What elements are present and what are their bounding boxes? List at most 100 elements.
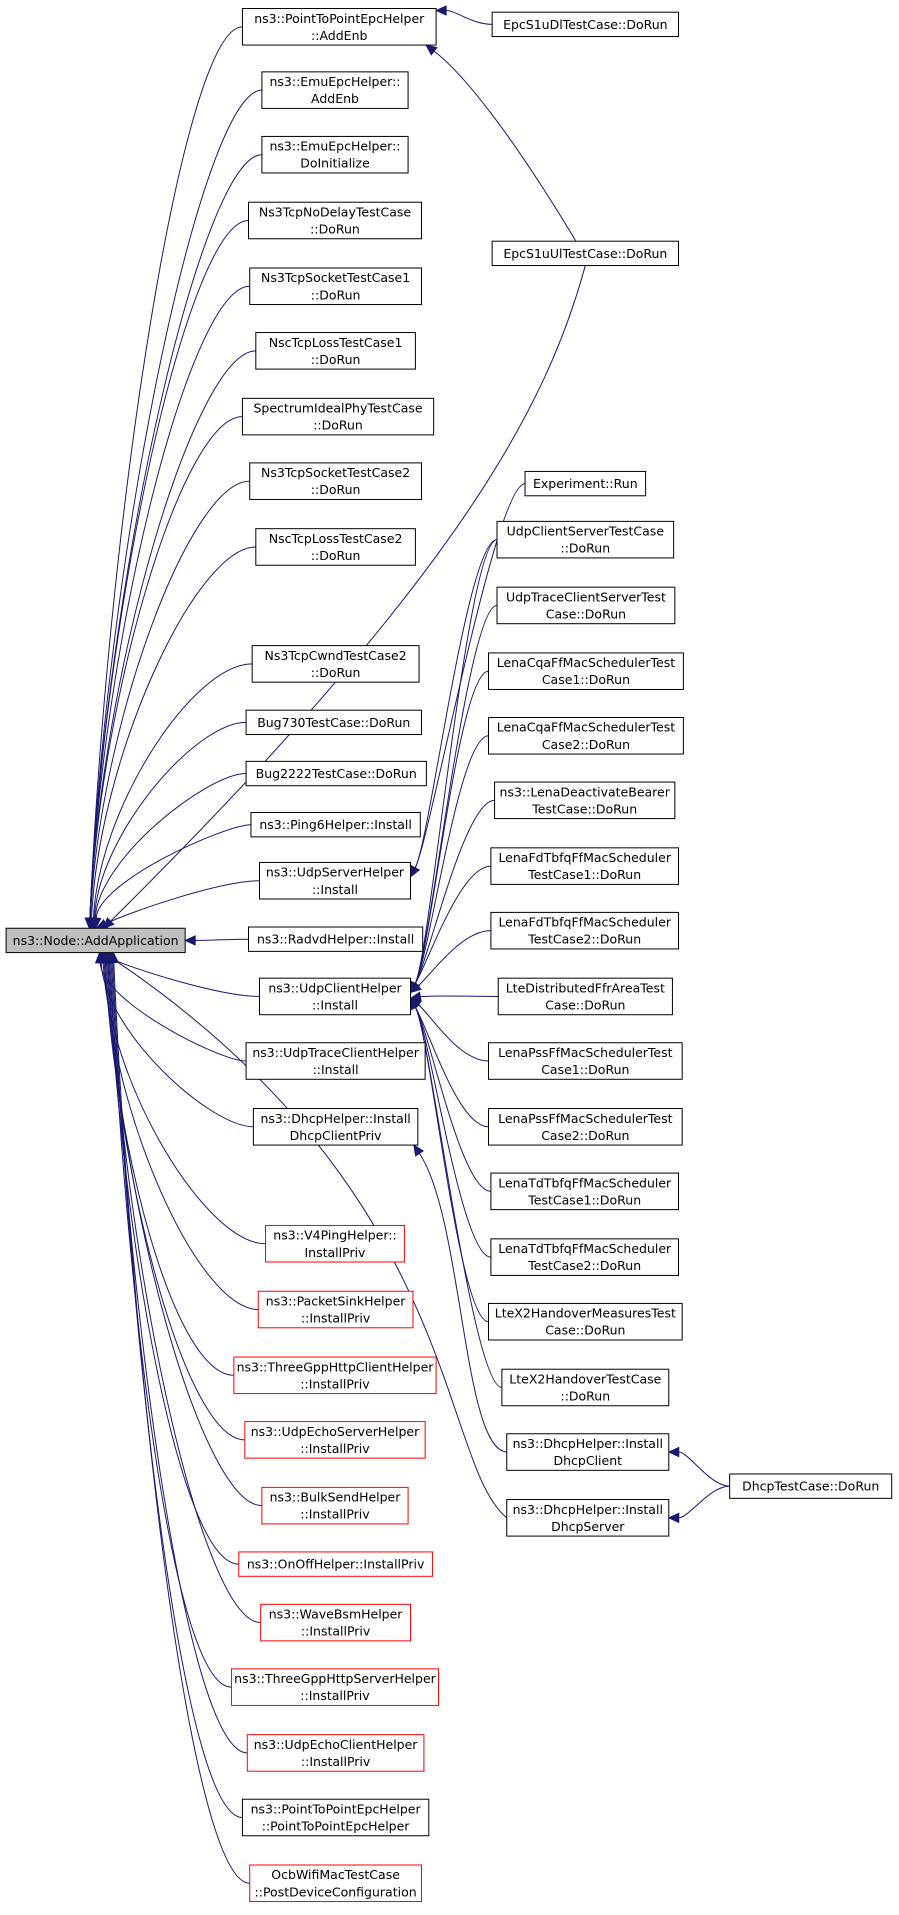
node-n16[interactable]: ns3::UdpTraceClientHelper::Install [245,1042,426,1080]
node-box [241,8,437,46]
node-n4[interactable]: Ns3TcpSocketTestCase1::DoRun [249,267,422,306]
node-box [487,1108,683,1146]
node-n11[interactable]: Bug2222TestCase::DoRun [245,760,427,787]
node-n7[interactable]: Ns3TcpSocketTestCase2::DoRun [249,462,422,500]
node-box [490,1172,680,1211]
node-n2[interactable]: ns3::EmuEpcHelper::DoInitialize [261,135,409,174]
node-box [241,397,435,436]
node-box [729,1473,893,1499]
node-label: ::InstallPriv [300,1441,370,1456]
edge-c3-n13 [409,539,498,878]
node-label: ns3::EmuEpcHelper:: [269,139,400,154]
node-n20[interactable]: ns3::ThreeGppHttpClientHelper::InstallPr… [233,1356,437,1395]
node-label: ::DoRun [310,222,360,237]
node-n25[interactable]: ns3::ThreeGppHttpServerHelper::InstallPr… [230,1668,440,1706]
node-n24[interactable]: ns3::WaveBsmHelper::InstallPriv [260,1603,412,1642]
node-box [245,1042,426,1080]
node-n13[interactable]: ns3::UdpServerHelper::Install [258,861,412,900]
node-n1[interactable]: ns3::EmuEpcHelper::AddEnb [261,71,409,109]
node-label: NscTcpLossTestCase2 [269,531,403,546]
node-label: LenaCqaFfMacSchedulerTest [497,655,676,670]
node-label: UdpTraceClientServerTest [506,589,666,604]
node-n26[interactable]: ns3::UdpEchoClientHelper::InstallPriv [246,1734,425,1772]
node-label: ns3::ThreeGppHttpClientHelper [237,1359,435,1374]
node-label: ::PointToPointEpcHelper [262,1819,411,1834]
node-c1[interactable]: EpcS1uUlTestCase::DoRun [491,240,680,267]
edge-n0-root [84,26,243,930]
node-label: ::Install [313,1062,359,1077]
node-box [496,586,676,625]
node-label: ::Install [312,882,358,897]
node-c0[interactable]: EpcS1uDlTestCase::DoRun [491,11,680,38]
node-label: InstallPriv [305,1245,367,1260]
node-n28[interactable]: OcbWifiMacTestCase::PostDeviceConfigurat… [249,1864,422,1903]
node-label: DhcpServer [551,1519,625,1534]
node-label: ns3::LenaDeactivateBearer [500,784,671,799]
node-layer: ns3::Node::AddApplicationns3::PointToPoi… [5,8,893,1903]
node-n12[interactable]: ns3::Ping6Helper::Install [250,812,421,838]
node-label: Case1::DoRun [542,672,630,687]
node-label: ::DoRun [311,548,361,563]
node-n0[interactable]: ns3::PointToPointEpcHelper::AddEnb [241,8,437,46]
node-box [241,1798,430,1837]
node-label: ns3::UdpEchoClientHelper [254,1737,419,1752]
node-label: OcbWifiMacTestCase [271,1867,400,1882]
node-n23[interactable]: ns3::OnOffHelper::InstallPriv [238,1551,433,1577]
node-label: Case::DoRun [545,1323,625,1338]
node-box [261,71,409,109]
node-n9[interactable]: Ns3TcpCwndTestCase2::DoRun [251,645,420,683]
node-label: LteDistributedFfrAreaTest [506,980,665,995]
node-label: LenaCqaFfMacSchedulerTest [497,720,676,735]
node-n21[interactable]: ns3::UdpEchoServerHelper::InstallPriv [244,1421,426,1459]
node-n15[interactable]: ns3::UdpClientHelper::Install [258,977,412,1016]
node-box [244,1421,426,1459]
node-n8[interactable]: NscTcpLossTestCase2::DoRun [255,528,416,566]
edge-c0-n0 [434,5,493,25]
node-label: ::DoRun [311,482,361,497]
node-box [261,135,409,174]
node-n18[interactable]: ns3::V4PingHelper::InstallPriv [265,1224,405,1263]
node-label: ::DoRun [311,352,361,367]
node-box [487,1042,683,1080]
node-label: TestCase2::DoRun [527,1258,641,1273]
node-c2[interactable]: Experiment::Run [524,470,647,497]
node-box [258,861,412,900]
node-label: TestCase1::DoRun [527,1192,641,1207]
node-n10[interactable]: Bug730TestCase::DoRun [245,709,422,736]
edge-n5-root [84,350,256,930]
node-c16[interactable]: LteX2HandoverTestCase::DoRun [501,1368,670,1407]
node-n14[interactable]: ns3::RadvdHelper::Install [248,926,424,952]
node-label: ns3::DhcpHelper::Install [513,1502,663,1517]
node-box [490,911,680,950]
node-label: ns3::Ping6Helper::Install [259,817,412,832]
node-c3[interactable]: UdpClientServerTestCase::DoRun [496,520,675,559]
edge-c1-n0 [425,44,577,242]
edge-c4-n15 [409,604,498,994]
node-box [251,645,420,683]
node-n27[interactable]: ns3::PointToPointEpcHelper::PointToPoint… [241,1798,430,1837]
node-n3[interactable]: Ns3TcpNoDelayTestCase::DoRun [248,201,422,240]
node-n22[interactable]: ns3::BulkSendHelper::InstallPriv [261,1486,409,1525]
node-d0[interactable]: DhcpTestCase::DoRun [729,1473,893,1499]
node-root[interactable]: ns3::Node::AddApplication [5,927,186,954]
node-label: LteX2HandoverTestCase [509,1371,661,1386]
edge-d0-c18 [667,1485,730,1524]
node-n5[interactable]: NscTcpLossTestCase1::DoRun [255,332,416,370]
node-n19[interactable]: ns3::PacketSinkHelper::InstallPriv [257,1290,414,1329]
node-n6[interactable]: SpectrumIdealPhyTestCase::DoRun [241,397,435,436]
